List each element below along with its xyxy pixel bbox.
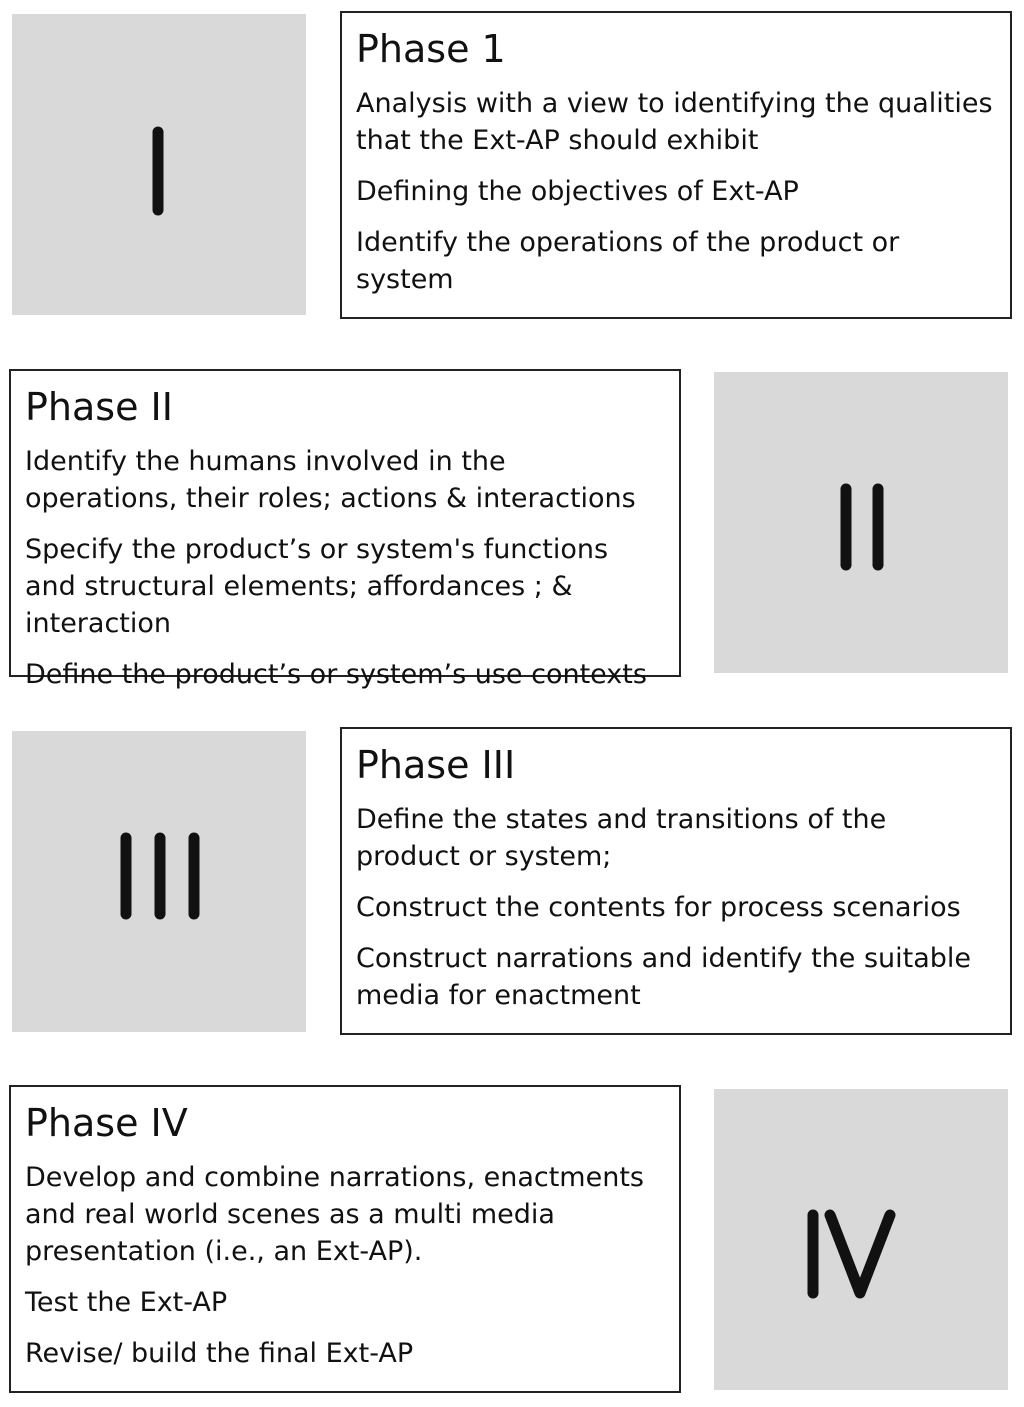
phase-1-item-3: Identify the operations of the product o… <box>356 227 900 295</box>
roman-numeral-2 <box>840 483 884 571</box>
phase-3-item-1: Define the states and transitions of the… <box>356 804 887 872</box>
phase-4-box: Phase IV Develop and combine narrations,… <box>9 1085 681 1393</box>
roman-numeral-4 <box>807 1209 896 1299</box>
phase-3-item-3: Construct narrations and identify the su… <box>356 943 972 1011</box>
phase-4-item-1: Develop and combine narrations, enactmen… <box>25 1162 644 1267</box>
phase-1-item-1: Analysis with a view to identifying the … <box>356 88 993 156</box>
phase-3-item-2: Construct the contents for process scena… <box>356 892 961 923</box>
phase-2-item-1: Identify the humans involved in the oper… <box>25 446 636 514</box>
phase-4-numeral-tile <box>714 1089 1008 1390</box>
phase-4-title: Phase IV <box>25 1101 188 1145</box>
phase-2-title: Phase II <box>25 385 173 429</box>
phase-2-box: Phase II Identify the humans involved in… <box>9 369 681 690</box>
phase-1-item-2: Defining the objectives of Ext-AP <box>356 176 799 207</box>
phase-4-item-3: Revise/ build the final Ext-AP <box>25 1338 414 1369</box>
roman-numeral-3 <box>120 832 200 920</box>
phase-3-numeral-tile <box>12 731 306 1032</box>
phase-2-item-3: Define the product’s or system’s use con… <box>25 659 647 690</box>
phase-3-title: Phase III <box>356 743 516 787</box>
roman-numeral-1 <box>152 126 164 216</box>
phase-1-box: Phase 1 Analysis with a view to identify… <box>340 11 1012 319</box>
phase-4-item-2: Test the Ext-AP <box>25 1287 228 1318</box>
phase-2-item-2: Specify the product’s or system's functi… <box>25 534 609 639</box>
phase-3-box: Phase III Define the states and transiti… <box>340 727 1012 1035</box>
phase-1-title: Phase 1 <box>356 27 506 71</box>
phase-2-numeral-tile <box>714 372 1008 673</box>
phase-1-numeral-tile <box>12 14 306 315</box>
